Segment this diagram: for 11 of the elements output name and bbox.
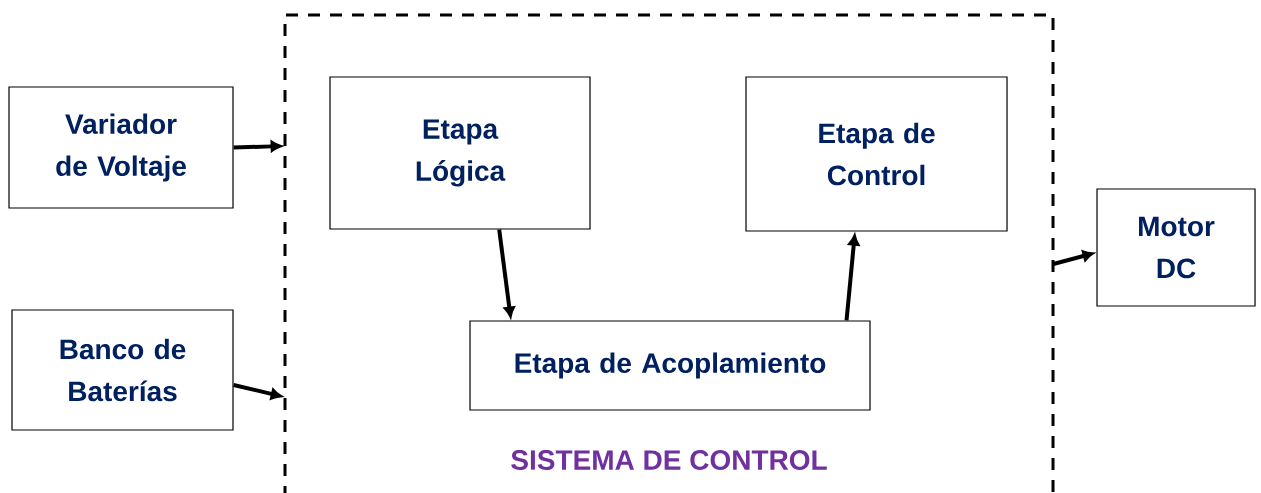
arrow [233, 140, 282, 152]
arrow [497, 229, 515, 318]
arrow [1052, 250, 1094, 266]
block-box: Motor DC [1096, 188, 1256, 307]
arrow [233, 383, 282, 400]
arrow [844, 234, 860, 321]
block-box: Etapa de Control [745, 76, 1008, 232]
block-box: Etapa de Acoplamiento [469, 320, 871, 411]
block-box: Variador de Voltaje [8, 86, 234, 209]
block-box: Etapa Lógica [329, 76, 591, 230]
block-box: Banco de Baterías [11, 309, 234, 431]
